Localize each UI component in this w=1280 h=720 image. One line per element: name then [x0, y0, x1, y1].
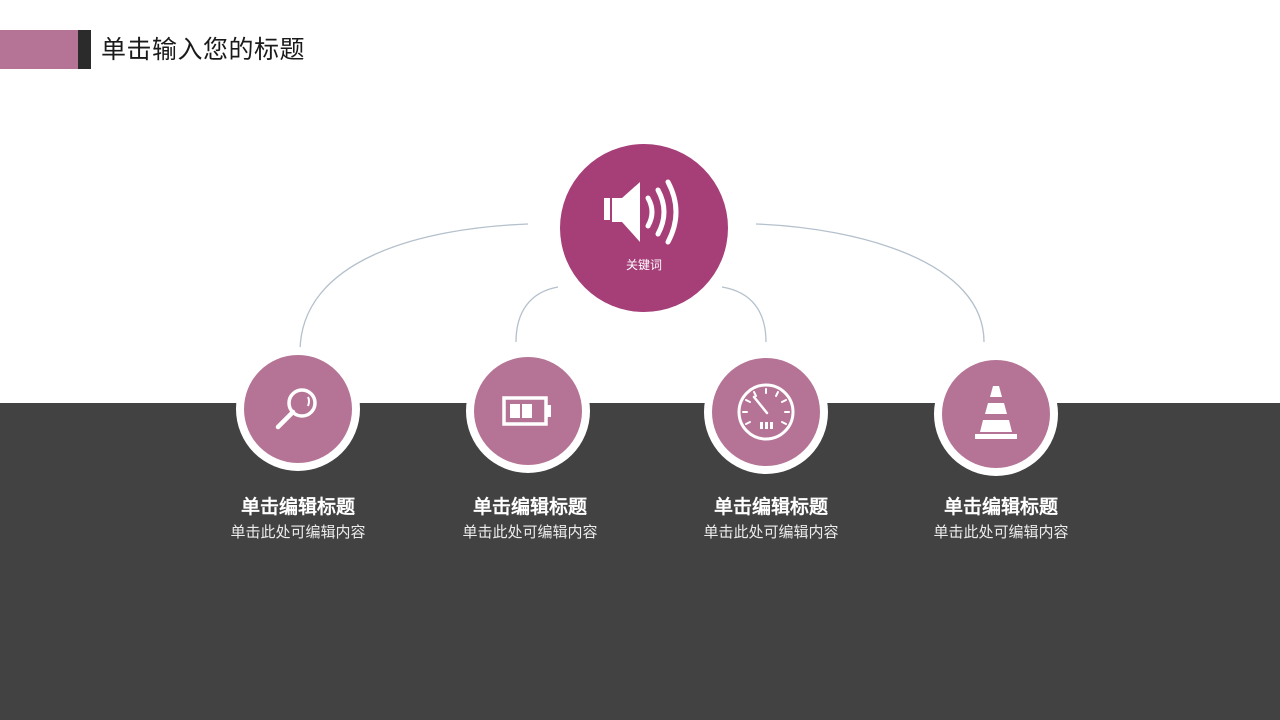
- connector-line-1: [299, 223, 529, 353]
- title-accent-bar: [78, 30, 91, 69]
- page-title[interactable]: 单击输入您的标题: [101, 35, 306, 64]
- connector-line-2: [515, 286, 559, 343]
- node-4-description[interactable]: 单击此处可编辑内容: [933, 523, 1069, 541]
- speedometer-icon: [737, 383, 795, 441]
- node-3-title[interactable]: 单击编辑标题: [713, 496, 828, 518]
- connector-line-3: [721, 286, 767, 343]
- dark-background-band: [0, 403, 1280, 720]
- node-1-description[interactable]: 单击此处可编辑内容: [230, 523, 366, 541]
- traffic-cone-icon: [975, 386, 1017, 439]
- node-4-title[interactable]: 单击编辑标题: [943, 496, 1058, 518]
- hub-label: 关键词: [625, 258, 662, 272]
- speaker-icon: [604, 179, 679, 245]
- node-3[interactable]: [704, 350, 828, 474]
- node-3-description[interactable]: 单击此处可编辑内容: [703, 523, 839, 541]
- node-4[interactable]: [934, 352, 1058, 476]
- magnifier-icon: [275, 388, 317, 430]
- title-color-bar: [0, 30, 78, 69]
- node-1-title[interactable]: 单击编辑标题: [240, 496, 355, 518]
- node-2[interactable]: [466, 349, 590, 473]
- battery-icon: [502, 396, 551, 426]
- node-1[interactable]: [236, 347, 360, 471]
- hub-circle[interactable]: 关键词: [560, 144, 728, 312]
- connector-line-4: [755, 223, 985, 343]
- node-2-description[interactable]: 单击此处可编辑内容: [462, 523, 598, 541]
- node-2-title[interactable]: 单击编辑标题: [472, 496, 587, 518]
